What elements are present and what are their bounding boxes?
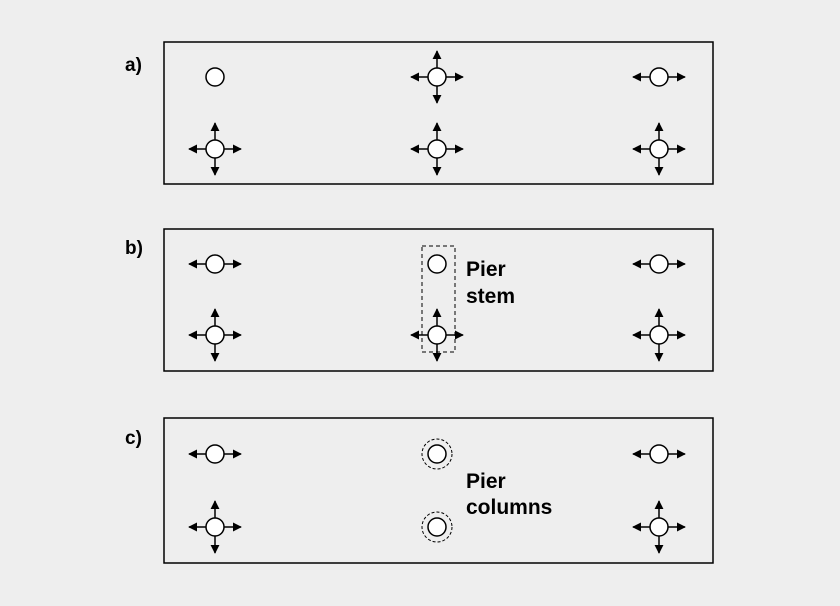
panel-b-label: b)	[125, 238, 143, 259]
bearing-circle	[205, 67, 225, 87]
bearing-circle	[649, 67, 669, 87]
bearing-circle	[205, 139, 225, 159]
bearing-multidirectional-bottom-right	[632, 500, 686, 554]
bearing-multidirectional-bottom-left	[188, 500, 242, 554]
bearing-circle	[649, 254, 669, 274]
panel-c-frame	[163, 417, 714, 564]
bearing-fixed-top-center	[427, 254, 447, 274]
panel-b: b) Pier stem	[125, 228, 714, 372]
bearing-circle	[649, 325, 669, 345]
bearing-circle	[427, 67, 447, 87]
bearing-circle	[427, 325, 447, 345]
bearing-transverse-top-right	[632, 67, 686, 87]
bearing-circle	[649, 139, 669, 159]
bearing-circle	[205, 517, 225, 537]
bearing-fixed-column-top-center	[421, 438, 453, 470]
panel-a: a)	[125, 41, 714, 185]
pier-stem-outline	[421, 245, 456, 353]
bearing-transverse-top-left	[188, 254, 242, 274]
bearing-multidirectional-bottom-center	[410, 308, 464, 362]
pier-column-outline	[421, 511, 453, 543]
bearing-multidirectional-bottom-right	[632, 122, 686, 176]
bearing-circle	[427, 254, 447, 274]
bearing-transverse-top-left	[188, 444, 242, 464]
panel-a-bearings	[188, 50, 686, 176]
bearing-circle	[427, 139, 447, 159]
panel-a-frame	[163, 41, 714, 185]
bearing-multidirectional-bottom-left	[188, 122, 242, 176]
bearing-circle	[205, 325, 225, 345]
pier-column-outline	[421, 438, 453, 470]
bearing-transverse-top-right	[632, 254, 686, 274]
panel-c-bearings	[188, 438, 686, 554]
bearing-multidirectional-bottom-center	[410, 122, 464, 176]
panel-c-label: c)	[125, 428, 142, 449]
bearing-circle	[427, 517, 447, 537]
bearing-multidirectional-top-center	[410, 50, 464, 104]
bearing-multidirectional-bottom-left	[188, 308, 242, 362]
bearing-circle	[427, 444, 447, 464]
panel-b-frame	[163, 228, 714, 372]
bearing-fixed-column-bottom-center	[421, 511, 453, 543]
bearing-multidirectional-bottom-right	[632, 308, 686, 362]
bearing-fixed-top-left	[205, 67, 225, 87]
bearing-transverse-top-right	[632, 444, 686, 464]
pier-stem-label-line2: stem	[466, 285, 515, 308]
panel-a-label: a)	[125, 55, 142, 76]
pier-stem-label-line1: Pier	[466, 258, 506, 281]
panel-b-bearings	[188, 254, 686, 362]
bearing-circle	[205, 254, 225, 274]
bearing-circle	[649, 517, 669, 537]
pier-columns-label-line1: Pier	[466, 470, 506, 493]
bearing-circle	[205, 444, 225, 464]
panel-c: c) Pier columns	[125, 417, 714, 564]
bearing-circle	[649, 444, 669, 464]
pier-columns-label-line2: columns	[466, 496, 552, 519]
